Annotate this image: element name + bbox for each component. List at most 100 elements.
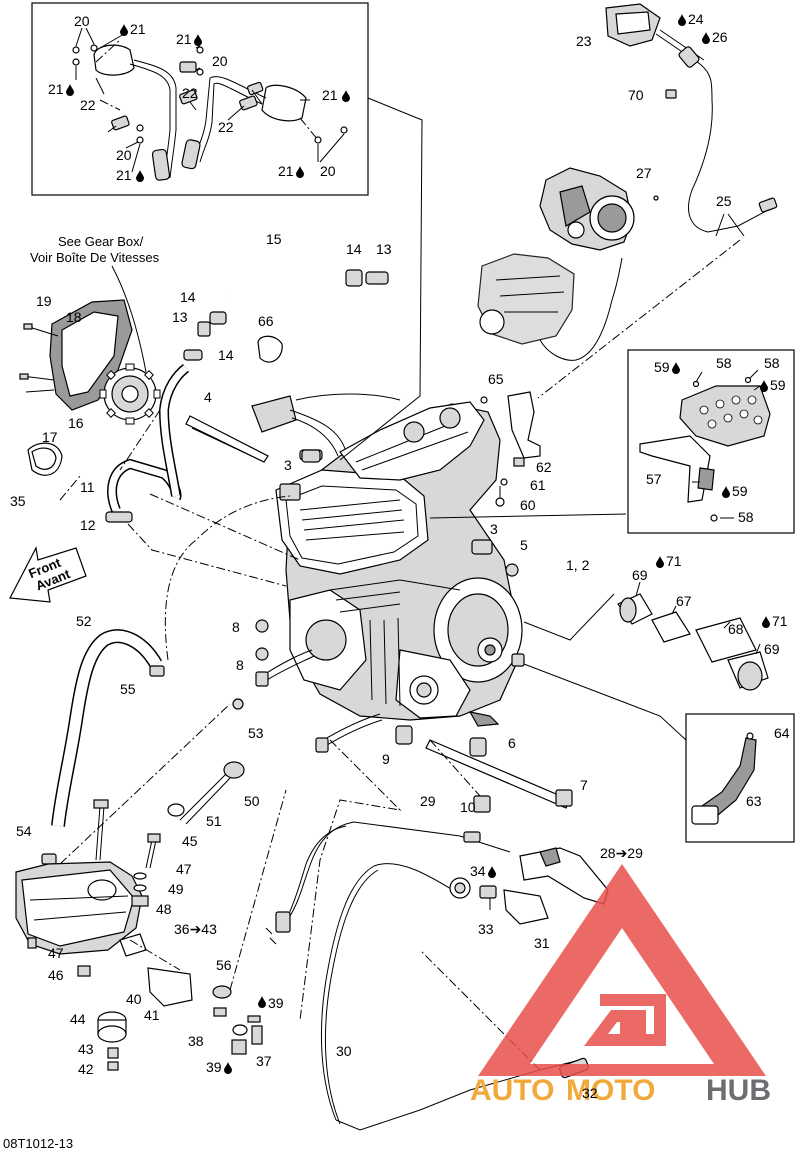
- callout-39: 39: [268, 995, 284, 1011]
- wiring-bracket: [480, 391, 541, 507]
- callout-25: 25: [716, 193, 732, 209]
- callout-67: 67: [676, 593, 692, 609]
- callout-14: 14: [346, 241, 362, 257]
- callout-68: 68: [728, 621, 744, 637]
- gearbox-note-fr: Voir Boîte De Vitesses: [30, 250, 160, 265]
- callout-37: 37: [256, 1053, 272, 1069]
- coil-detail-box: [31, 2, 369, 196]
- callout-48: 48: [156, 901, 172, 917]
- callout-63: 63: [746, 793, 762, 809]
- callout-23: 23: [576, 33, 592, 49]
- callout-36-43: 36➔43: [174, 921, 217, 937]
- callout-16: 16: [68, 415, 84, 431]
- callout-13: 13: [376, 241, 392, 257]
- callout-59: 59: [654, 359, 670, 375]
- callout-19: 19: [36, 293, 52, 309]
- callout-7: 7: [580, 777, 588, 793]
- oil-filter-parts: [617, 581, 769, 691]
- callout-71: 71: [772, 613, 788, 629]
- callout-21: 21: [116, 167, 132, 183]
- watermark-hub: HUB: [706, 1074, 771, 1107]
- callout-1-2: 1, 2: [566, 557, 590, 573]
- callout-49: 49: [168, 881, 184, 897]
- watermark-auto: AUTO: [470, 1074, 554, 1107]
- callout-26: 26: [712, 29, 728, 45]
- callout-45: 45: [182, 833, 198, 849]
- callout-64: 64: [774, 725, 790, 741]
- callout-47: 47: [48, 945, 64, 961]
- front-direction-arrow: Front Avant: [9, 546, 87, 603]
- callout-31: 31: [534, 935, 550, 951]
- watermark-moto: MOTO: [566, 1074, 655, 1107]
- callout-70: 70: [628, 87, 644, 103]
- callout-29: 29: [420, 793, 436, 809]
- callout-21: 21: [322, 87, 338, 103]
- reference-code: 08T1012-13: [3, 1136, 73, 1151]
- callout-66: 66: [258, 313, 274, 329]
- callout-50: 50: [244, 793, 260, 809]
- callout-39: 39: [206, 1059, 222, 1075]
- callout-10: 10: [460, 799, 476, 815]
- callout-47: 47: [176, 861, 192, 877]
- callout-3: 3: [284, 457, 292, 473]
- starter-detail-box: [627, 349, 795, 534]
- callout-27: 27: [636, 165, 652, 181]
- callout-15: 15: [266, 231, 282, 247]
- callout-4: 4: [204, 389, 212, 405]
- callout-14: 14: [218, 347, 234, 363]
- callout-69: 69: [764, 641, 780, 657]
- callout-22: 22: [80, 97, 96, 113]
- callout-60: 60: [520, 497, 536, 513]
- callout-30: 30: [336, 1043, 352, 1059]
- callout-59: 59: [770, 377, 786, 393]
- callout-35: 35: [10, 493, 26, 509]
- callout-41: 41: [144, 1007, 160, 1023]
- callout-33: 33: [478, 921, 494, 937]
- callout-21: 21: [48, 81, 64, 97]
- callout-labels: 20 21 21 20 21 22 22 22 21 20 21 21 20 2…: [10, 11, 790, 1101]
- callout-14: 14: [180, 289, 196, 305]
- callout-17: 17: [42, 429, 58, 445]
- callout-58: 58: [738, 509, 754, 525]
- callout-65: 65: [488, 371, 504, 387]
- callout-20: 20: [116, 147, 132, 163]
- throttle-components: [477, 3, 778, 361]
- clutch-assembly: [265, 821, 609, 1131]
- callout-21: 21: [278, 163, 294, 179]
- callout-57: 57: [646, 471, 662, 487]
- callout-21: 21: [176, 31, 192, 47]
- callout-5: 5: [520, 537, 528, 553]
- callout-43: 43: [78, 1041, 94, 1057]
- callout-58: 58: [716, 355, 732, 371]
- callout-56: 56: [216, 957, 232, 973]
- callout-44: 44: [70, 1011, 86, 1027]
- callout-42: 42: [78, 1061, 94, 1077]
- sprocket-cover: [19, 299, 161, 476]
- callout-20: 20: [320, 163, 336, 179]
- engine-block: [255, 401, 525, 753]
- gear-shift-detail-box: [685, 713, 795, 843]
- coolant-hoses: [41, 263, 389, 865]
- callout-38: 38: [188, 1033, 204, 1049]
- callout-51: 51: [206, 813, 222, 829]
- reference-lines: [59, 97, 741, 1071]
- callout-52: 52: [76, 613, 92, 629]
- engine-mount-bolts: [185, 415, 573, 813]
- callout-9: 9: [382, 751, 390, 767]
- callout-59: 59: [732, 483, 748, 499]
- callout-32: 32: [582, 1085, 598, 1101]
- callout-40: 40: [126, 991, 142, 1007]
- callout-58: 58: [764, 355, 780, 371]
- callout-46: 46: [48, 967, 64, 983]
- callout-28-29: 28➔29: [600, 845, 643, 861]
- callout-61: 61: [530, 477, 546, 493]
- callout-53: 53: [248, 725, 264, 741]
- callout-22: 22: [182, 85, 198, 101]
- callout-12: 12: [80, 517, 96, 533]
- watermark-triangle-logo: [478, 864, 766, 1076]
- callout-55: 55: [120, 681, 136, 697]
- oil-tank-assembly: [15, 761, 263, 1071]
- callout-13: 13: [172, 309, 188, 325]
- callout-62: 62: [536, 459, 552, 475]
